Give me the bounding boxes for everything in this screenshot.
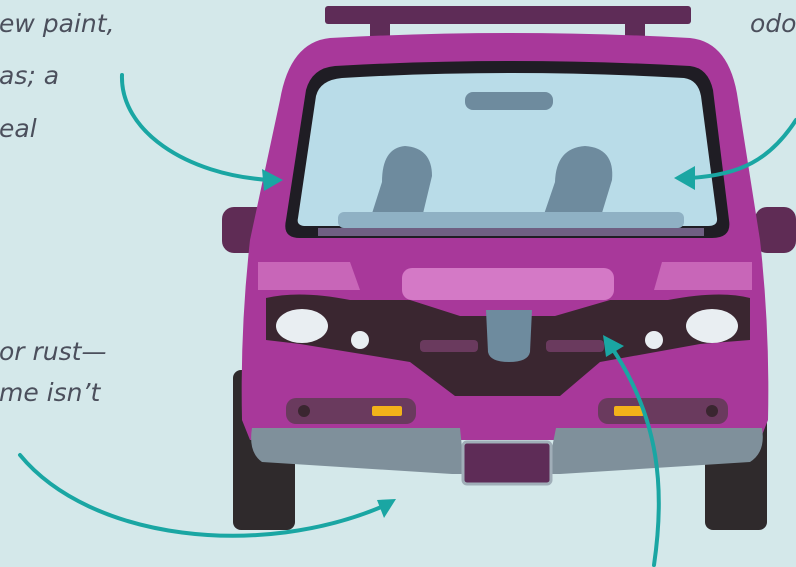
dashboard <box>338 212 684 228</box>
arrow-icon-head-window <box>674 166 695 190</box>
caption-top-left-line-3: eal <box>0 114 37 143</box>
arrow-icon-head-grille <box>603 335 624 357</box>
arrow-icon-window <box>688 118 796 180</box>
reflector-right <box>706 405 718 417</box>
headlight-left <box>276 309 328 343</box>
hood-panel <box>402 268 614 300</box>
arrow-icon-grille <box>610 346 661 567</box>
hood-highlight-left <box>258 262 360 290</box>
logo-badge <box>486 310 532 362</box>
lower-intake-right <box>598 398 728 424</box>
seat-right <box>540 146 613 226</box>
headlight-right <box>686 309 738 343</box>
fog-light-left <box>351 331 369 349</box>
wiper-strip <box>318 228 704 236</box>
reflector-left <box>298 405 310 417</box>
arrow-icon-head-bumper <box>377 499 396 518</box>
grille-vent-left <box>420 340 478 352</box>
arrow-icon-body-left <box>119 73 272 182</box>
turn-signal-left <box>372 406 402 416</box>
caption-top-right: odo <box>750 9 796 38</box>
roof-rack-bar <box>325 6 691 24</box>
rearview-mirror <box>465 92 553 110</box>
seat-left <box>368 146 432 226</box>
grille-vent-right <box>546 340 604 352</box>
turn-signal-right <box>614 406 644 416</box>
caption-mid-left-line-1: or rust— <box>0 337 107 366</box>
arrow-icon-bumper <box>18 453 388 538</box>
arrow-icon-head-body-left <box>262 169 283 191</box>
side-mirror-right <box>755 207 796 253</box>
caption-mid-left-line-2: me isn’t <box>0 378 101 407</box>
caption-top-left-line-1: ew paint, <box>0 9 115 38</box>
fog-light-right <box>645 331 663 349</box>
license-plate <box>461 440 553 486</box>
lower-intake-left <box>286 398 416 424</box>
hood-highlight-right <box>654 262 752 290</box>
caption-top-left-line-2: as; a <box>0 61 60 90</box>
